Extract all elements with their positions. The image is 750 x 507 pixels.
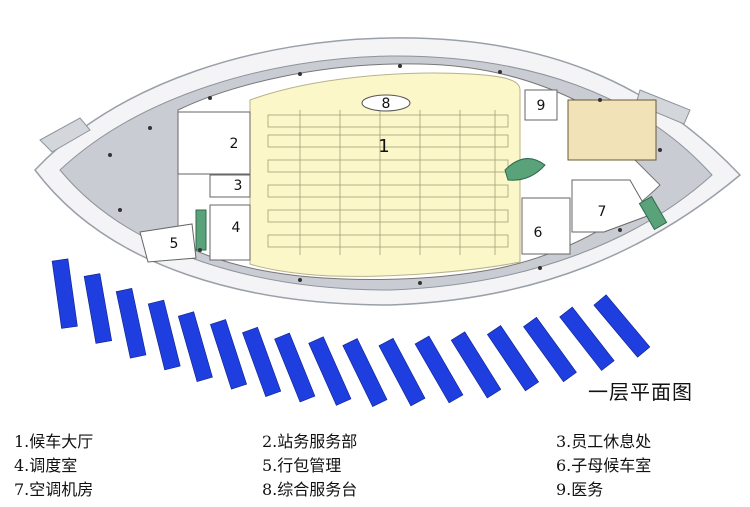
floor-plan: 1 2 3 4 5 6 7 8 9 <box>34 37 742 408</box>
staff-area <box>567 99 657 161</box>
bus-bay-8 <box>274 332 316 403</box>
bus-bay-7 <box>242 326 282 398</box>
service-desk <box>361 94 411 112</box>
columns <box>108 64 662 285</box>
left-wing <box>39 117 91 153</box>
bus-bay-14 <box>486 325 540 392</box>
legend-item-7: 7.空调机房 <box>14 480 94 499</box>
plan-title: 一层平面图 <box>588 380 693 404</box>
bus-bay-9 <box>308 336 352 406</box>
room-label-1: 1 <box>378 136 389 157</box>
room-9-block <box>524 89 558 121</box>
room-4-block <box>209 204 251 261</box>
room-6-block <box>521 197 571 255</box>
bus-bays <box>51 258 651 408</box>
bus-bay-10 <box>342 338 388 408</box>
room-7-block <box>571 179 651 233</box>
legend-item-5: 5.行包管理 <box>262 456 342 475</box>
legend-item-2: 2.站务服务部 <box>262 432 358 451</box>
room-label-7: 7 <box>598 204 607 220</box>
room-label-9: 9 <box>537 98 546 114</box>
bus-bay-1 <box>51 258 78 329</box>
seating-rows <box>267 110 509 255</box>
bus-bay-2 <box>83 273 113 344</box>
bus-bay-16 <box>559 306 615 371</box>
legend-item-3: 3.员工休息处 <box>556 432 652 451</box>
spiral-stair <box>504 158 546 181</box>
room-label-6: 6 <box>534 225 543 241</box>
room-3-block <box>209 174 251 198</box>
bus-bay-17 <box>593 294 651 358</box>
legend-item-4: 4.调度室 <box>14 456 78 475</box>
legend-item-6: 6.子母候车室 <box>556 456 652 475</box>
legend-item-9: 9.医务 <box>556 480 604 499</box>
right-wing <box>635 89 691 125</box>
bus-bay-13 <box>450 331 502 399</box>
legend-item-8: 8.综合服务台 <box>262 480 358 499</box>
bus-bay-4 <box>147 299 181 371</box>
legend: 1.候车大厅 2.站务服务部 3.员工休息处 4.调度室 5.行包管理 6.子母… <box>0 420 750 507</box>
room-5-block <box>139 223 197 263</box>
bus-bay-3 <box>115 287 147 359</box>
right-stair <box>638 195 668 231</box>
bus-bay-11 <box>378 337 426 407</box>
room-label-4: 4 <box>232 220 241 236</box>
room-2-block <box>177 111 251 175</box>
left-stair <box>195 209 207 251</box>
legend-item-1: 1.候车大厅 <box>14 432 94 451</box>
bus-bay-12 <box>414 335 464 404</box>
bus-bay-5 <box>177 311 213 382</box>
room-label-5: 5 <box>170 236 179 252</box>
waiting-hall <box>249 72 521 277</box>
bus-bay-6 <box>210 319 247 390</box>
room-label-3: 3 <box>234 178 243 194</box>
bus-bay-15 <box>523 316 577 383</box>
room-label-2: 2 <box>230 136 239 152</box>
room-label-8: 8 <box>382 96 391 112</box>
